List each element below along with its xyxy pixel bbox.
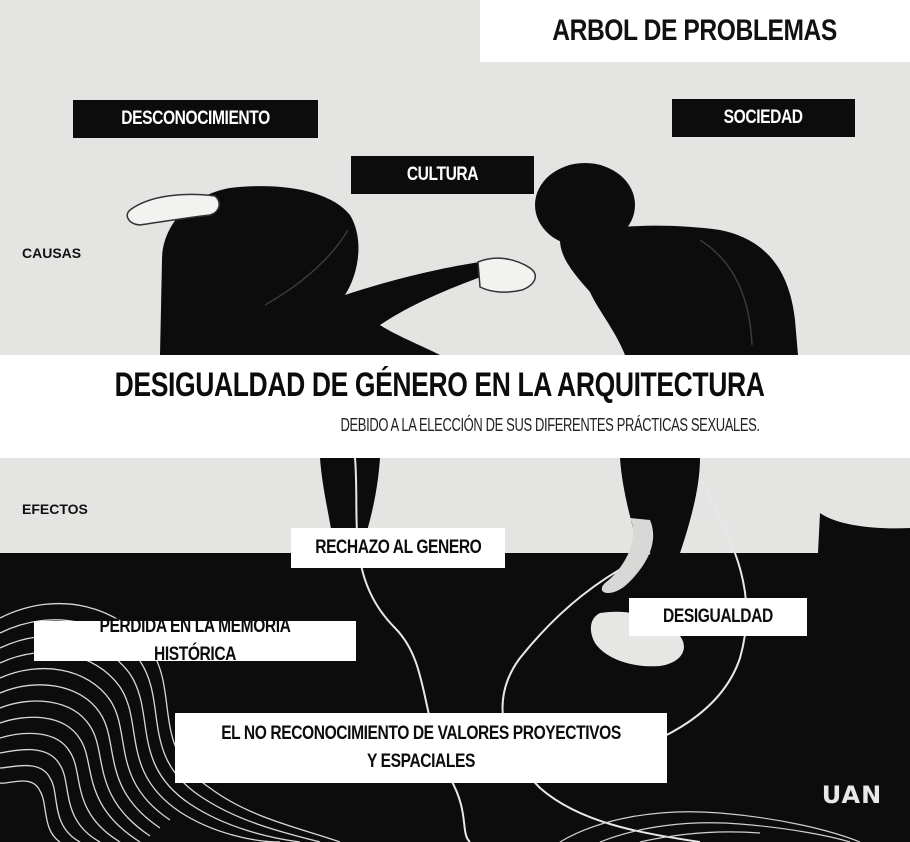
cause-desconocimiento: DESCONOCIMIENTO: [73, 100, 318, 138]
cause-sociedad: SOCIEDAD: [672, 99, 855, 137]
central-problem-title: DESIGUALDAD DE GÉNERO EN LA ARQUITECTURA: [115, 366, 765, 404]
effect-desigualdad: DESIGUALDAD: [629, 598, 807, 636]
cause-cultura: CULTURA: [351, 156, 534, 194]
cause-label: SOCIEDAD: [724, 107, 803, 128]
effect-no-reconocimiento: EL NO RECONOCIMIENTO DE VALORES PROYECTI…: [175, 713, 667, 783]
effects-section-label: EFECTOS: [22, 501, 88, 517]
effect-label: DESIGUALDAD: [663, 606, 773, 627]
diagram-title-box: ARBOL DE PROBLEMAS: [480, 0, 910, 62]
effect-rechazo-al-genero: RECHAZO AL GENERO: [291, 528, 505, 568]
cause-label: CULTURA: [406, 164, 479, 185]
diagram-title: ARBOL DE PROBLEMAS: [552, 14, 838, 47]
uan-logo-text: UAN: [821, 781, 883, 809]
effect-label: EL NO RECONOCIMIENTO DE VALORES PROYECTI…: [221, 723, 621, 772]
central-problem-subtitle-wrap: DEBIDO A LA ELECCIÓN DE SUS DIFERENTES P…: [200, 415, 900, 436]
uan-logo: UAN: [812, 782, 892, 822]
causes-section-label: CAUSAS: [22, 245, 82, 261]
effect-perdida-memoria: PERDIDA EN LA MEMORIA HISTÓRICA: [34, 616, 356, 665]
cause-label: DESCONOCIMIENTO: [121, 108, 270, 129]
central-problem-subtitle: DEBIDO A LA ELECCIÓN DE SUS DIFERENTES P…: [340, 415, 760, 435]
effect-label: RECHAZO AL GENERO: [314, 537, 482, 558]
effect-label: PERDIDA EN LA MEMORIA HISTÓRICA: [99, 616, 291, 665]
central-problem-title-wrap: DESIGUALDAD DE GÉNERO EN LA ARQUITECTURA: [0, 366, 910, 405]
